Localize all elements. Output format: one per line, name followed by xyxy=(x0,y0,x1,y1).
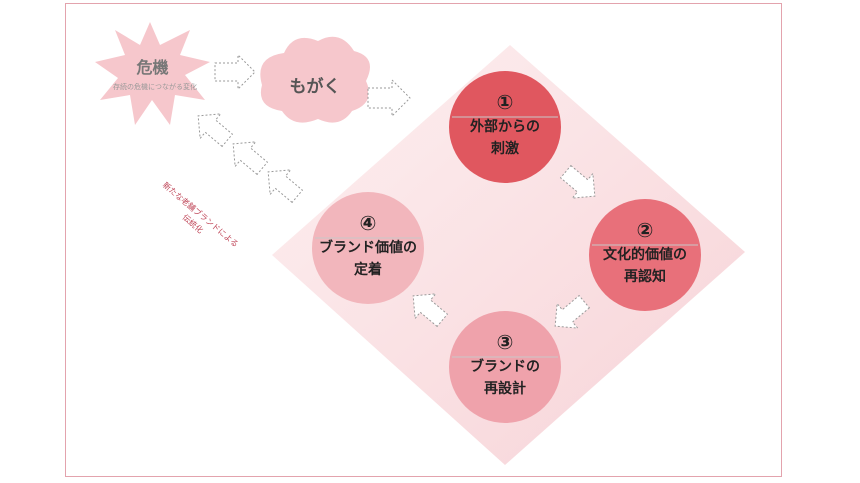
arrow-up-left-icon xyxy=(267,169,304,204)
step-4-line-2: 定着 xyxy=(354,262,382,278)
step-3-line-2: 再設計 xyxy=(484,381,526,397)
arrow-up-left-icon xyxy=(412,293,449,328)
struggle-label: もがく xyxy=(289,77,341,97)
step-1-circle xyxy=(449,71,561,183)
step-3-label: ③ ブランドの 再設計 xyxy=(449,328,561,400)
arrow-down-right-icon xyxy=(559,164,596,199)
step-3-line-1: ブランドの xyxy=(470,359,540,375)
step-2-label: ② 文化的価値の 再認知 xyxy=(589,216,701,288)
step-2-number: ② xyxy=(636,218,654,242)
step-4-circle xyxy=(312,192,424,304)
step-3-number: ③ xyxy=(496,330,514,354)
cycle-diamond xyxy=(272,45,745,465)
arrow-up-left-icon xyxy=(197,113,234,148)
crisis-burst-shape xyxy=(95,22,210,125)
step-1-line-1: 外部からの xyxy=(470,119,540,135)
step-3-circle xyxy=(449,311,561,423)
crisis-title: 危機 xyxy=(136,58,169,77)
arrow-down-left-icon xyxy=(554,294,591,329)
step-1-number: ① xyxy=(496,90,514,114)
step-2-line-2: 再認知 xyxy=(624,269,666,285)
step-4-label: ④ ブランド価値の 定着 xyxy=(312,209,424,281)
step-4-line-1: ブランド価値の xyxy=(319,240,417,256)
crisis-subtitle: 存続の危機につながる変化 xyxy=(113,83,197,91)
step-1-label: ① 外部からの 刺激 xyxy=(449,88,561,160)
step-2-circle xyxy=(589,199,701,311)
diagram-frame xyxy=(65,3,782,477)
step-2-line-1: 文化的価値の xyxy=(603,247,687,263)
step-1-line-2: 刺激 xyxy=(491,141,519,157)
arrow-up-left-icon xyxy=(232,141,269,176)
arrow-right-icon xyxy=(367,78,411,118)
struggle-cloud-shape xyxy=(260,36,370,123)
step-4-number: ④ xyxy=(359,211,377,235)
arrow-right-icon xyxy=(214,53,256,91)
